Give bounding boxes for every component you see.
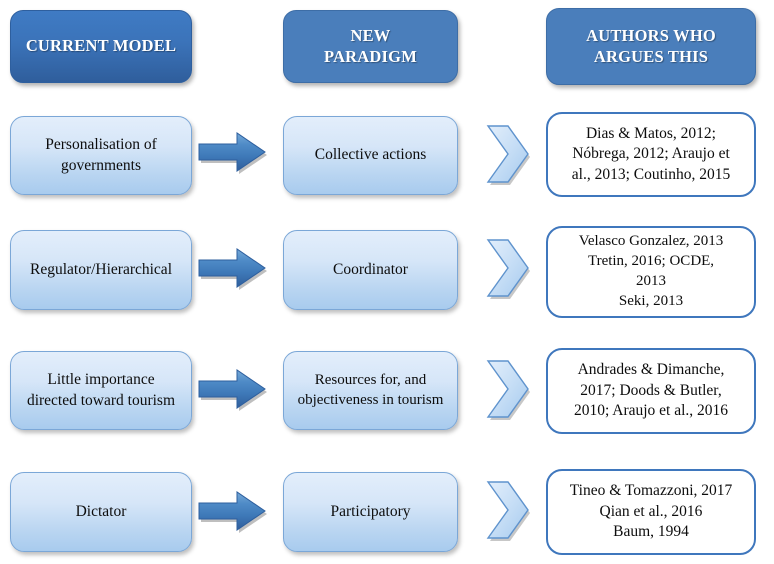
- current-model-box-row-4: Dictator: [10, 472, 192, 552]
- authors-text-row-1: Dias & Matos, 2012; Nóbrega, 2012; Arauj…: [572, 124, 730, 186]
- header-line-1: NEW: [350, 26, 391, 46]
- new-paradigm-text-row-1: Collective actions: [314, 146, 427, 164]
- right-arrow-icon-row-1: [198, 131, 268, 175]
- column-header-authors: AUTHORS WHO ARGUES THIS: [546, 8, 756, 85]
- chevron-right-icon-row-4: [484, 476, 534, 546]
- header-line-1: AUTHORS WHO: [586, 26, 716, 46]
- text-line-1: Little importance: [47, 371, 155, 389]
- header-line-2: PARADIGM: [324, 46, 417, 66]
- current-model-text-row-1: Personalisation of governments: [45, 135, 157, 175]
- text-line-2: governments: [60, 156, 142, 174]
- new-paradigm-box-row-3: Resources for, and objectiveness in tour…: [283, 351, 458, 430]
- new-paradigm-text-row-3: Resources for, and objectiveness in tour…: [298, 371, 444, 410]
- header-line-2: ARGUES THIS: [593, 46, 709, 66]
- text-line-1: Andrades & Dimanche,: [577, 361, 725, 379]
- right-arrow-icon-row-3: [198, 368, 268, 412]
- new-paradigm-text-row-4: Participatory: [330, 502, 411, 520]
- new-paradigm-box-row-4: Participatory: [283, 472, 458, 552]
- current-model-text-row-4: Dictator: [75, 502, 127, 520]
- authors-box-row-2: Velasco Gonzalez, 2013 Tretin, 2016; OCD…: [546, 226, 756, 318]
- authors-box-row-1: Dias & Matos, 2012; Nóbrega, 2012; Arauj…: [546, 112, 756, 197]
- text-line-4: Seki, 2013: [618, 292, 684, 309]
- current-model-box-row-2: Regulator/Hierarchical: [10, 230, 192, 310]
- authors-box-row-4: Tineo & Tomazzoni, 2017 Qian et al., 201…: [546, 469, 756, 555]
- text-line-2: objectiveness in tourism: [297, 391, 444, 408]
- text-line-3: al., 2013; Coutinho, 2015: [571, 165, 731, 183]
- text-line-3: 2013: [636, 273, 666, 289]
- column-header-new-paradigm-label: NEW PARADIGM: [324, 26, 417, 66]
- text-line-1: Personalisation of: [45, 136, 157, 154]
- current-model-box-row-3: Little importance directed toward touris…: [10, 351, 192, 430]
- current-model-text-row-3: Little importance directed toward touris…: [27, 370, 175, 410]
- chevron-right-icon-row-1: [484, 120, 534, 190]
- current-model-text-row-2: Regulator/Hierarchical: [29, 260, 172, 278]
- column-header-new-paradigm: NEW PARADIGM: [283, 10, 458, 83]
- text-line-3: Baum, 1994: [613, 523, 689, 541]
- column-header-current-model-label: CURRENT MODEL: [25, 36, 177, 56]
- text-line-1: Dias & Matos, 2012;: [585, 124, 716, 142]
- chevron-right-icon-row-2: [484, 234, 534, 304]
- authors-text-row-3: Andrades & Dimanche, 2017; Doods & Butle…: [574, 360, 728, 422]
- text-line-2: Nóbrega, 2012; Araujo et: [572, 145, 730, 163]
- authors-text-row-4: Tineo & Tomazzoni, 2017 Qian et al., 201…: [570, 481, 733, 543]
- text-line-2: Qian et al., 2016: [599, 502, 703, 520]
- current-model-box-row-1: Personalisation of governments: [10, 116, 192, 195]
- new-paradigm-box-row-2: Coordinator: [283, 230, 458, 310]
- authors-text-row-2: Velasco Gonzalez, 2013 Tretin, 2016; OCD…: [579, 232, 724, 312]
- text-line-3: 2010; Araujo et al., 2016: [573, 402, 729, 420]
- text-line-2: directed toward tourism: [26, 391, 176, 409]
- text-line-1: Velasco Gonzalez, 2013: [578, 233, 724, 250]
- text-line-1: Tineo & Tomazzoni, 2017: [569, 482, 733, 500]
- right-arrow-icon-row-4: [198, 490, 268, 534]
- authors-box-row-3: Andrades & Dimanche, 2017; Doods & Butle…: [546, 348, 756, 434]
- text-line-2: Tretin, 2016; OCDE,: [587, 253, 715, 270]
- column-header-authors-label: AUTHORS WHO ARGUES THIS: [586, 26, 716, 66]
- text-line-2: 2017; Doods & Butler,: [580, 381, 722, 399]
- right-arrow-icon-row-2: [198, 247, 268, 291]
- new-paradigm-box-row-1: Collective actions: [283, 116, 458, 195]
- text-line-1: Resources for, and: [314, 372, 427, 388]
- chevron-right-icon-row-3: [484, 355, 534, 425]
- new-paradigm-text-row-2: Coordinator: [333, 260, 408, 278]
- column-header-current-model: CURRENT MODEL: [10, 10, 192, 83]
